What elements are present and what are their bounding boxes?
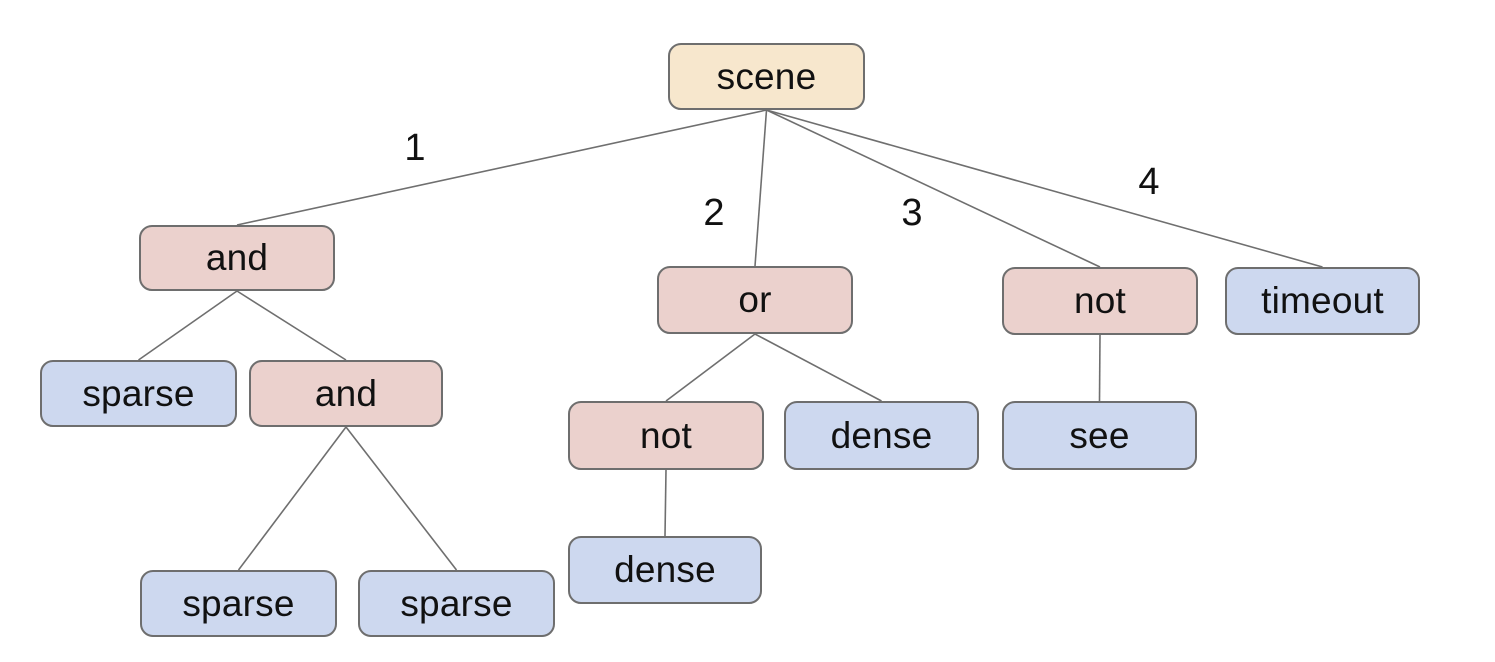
node-label: sparse bbox=[400, 582, 513, 624]
node-label: dense bbox=[614, 549, 716, 590]
node-dense-under-or: dense bbox=[784, 401, 979, 470]
node-label: and bbox=[205, 237, 269, 278]
node-label: not bbox=[1073, 280, 1127, 321]
node-scene: scene bbox=[668, 43, 865, 110]
node-label: see bbox=[1069, 414, 1130, 456]
node-timeout: timeout bbox=[1225, 267, 1420, 335]
node-label: scene bbox=[716, 55, 817, 97]
node-or: or bbox=[657, 266, 853, 334]
edge-label-4: 4 bbox=[1138, 161, 1160, 203]
node-sparse-bottom-1: sparse bbox=[140, 570, 337, 637]
node-label: or bbox=[738, 279, 772, 320]
node-label: sparse bbox=[82, 372, 195, 414]
node-label: timeout bbox=[1261, 280, 1384, 321]
node-and-nested: and bbox=[249, 360, 443, 427]
node-label: and bbox=[314, 372, 378, 414]
edge-label-3: 3 bbox=[901, 192, 923, 234]
node-not-right: not bbox=[1002, 267, 1198, 335]
edge-label-2: 2 bbox=[703, 192, 725, 234]
node-sparse-bottom-2: sparse bbox=[358, 570, 555, 637]
node-sparse-left: sparse bbox=[40, 360, 237, 427]
node-label: sparse bbox=[182, 582, 295, 624]
node-see: see bbox=[1002, 401, 1197, 470]
edge-label-1: 1 bbox=[404, 127, 426, 169]
node-label: not bbox=[639, 414, 693, 456]
node-dense-under-not: dense bbox=[568, 536, 762, 604]
node-not-under-or: not bbox=[568, 401, 764, 470]
node-and-left: and bbox=[139, 225, 335, 291]
node-label: dense bbox=[830, 414, 933, 456]
